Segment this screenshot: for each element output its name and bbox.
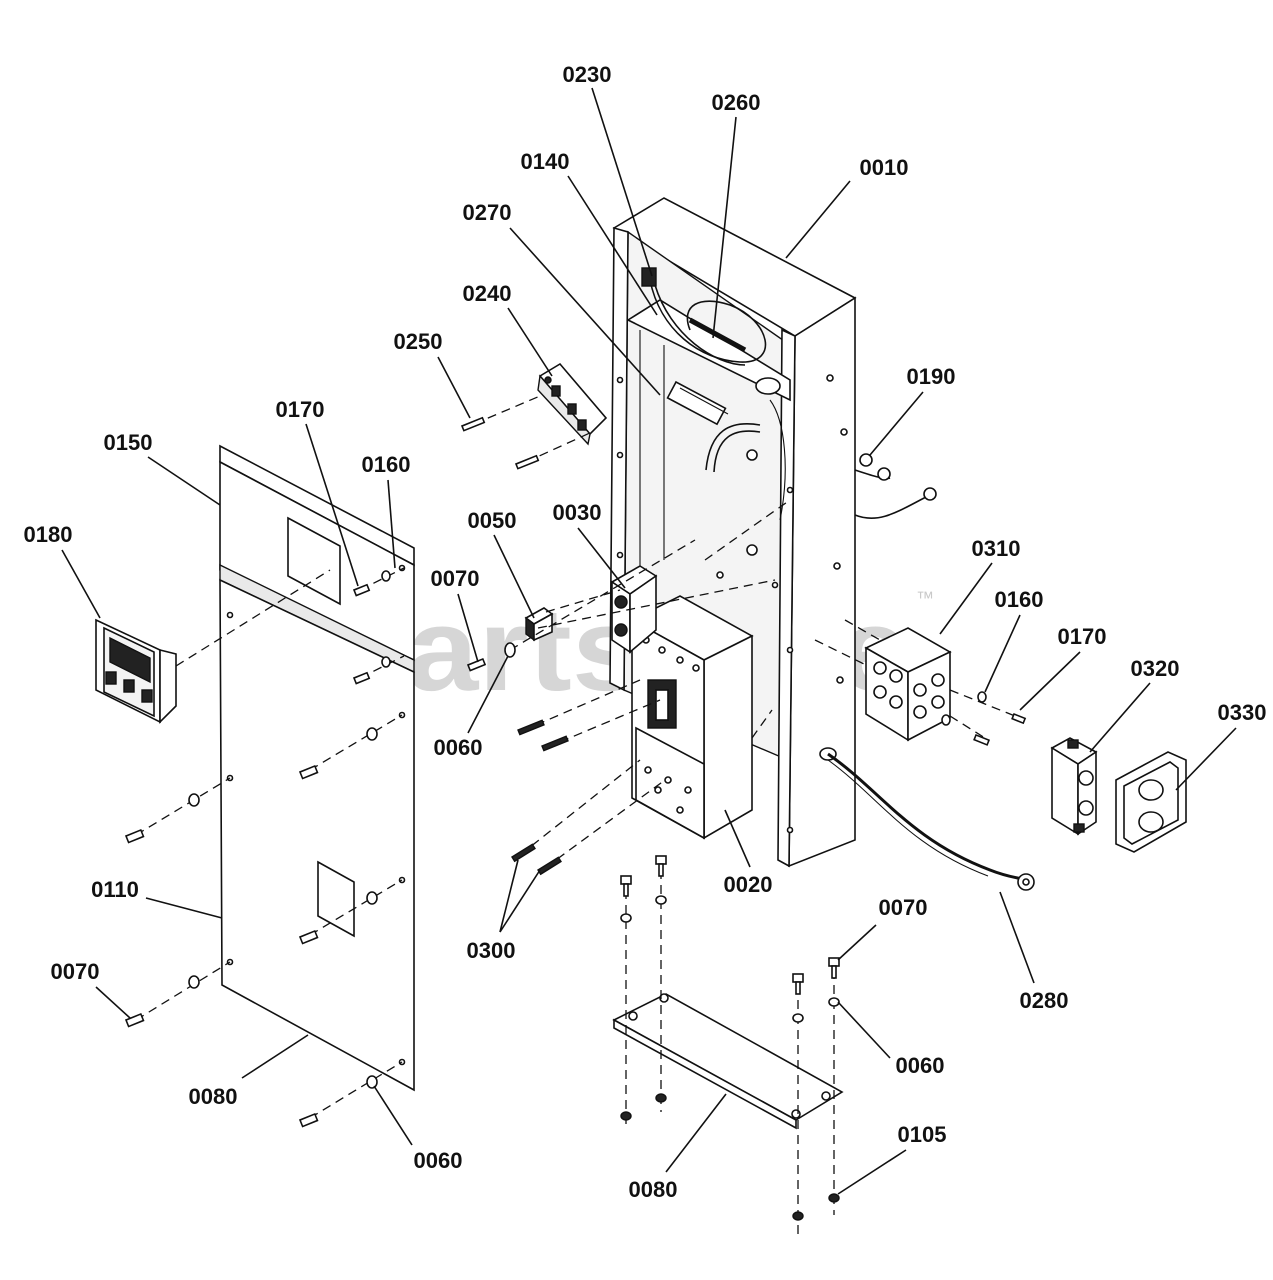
washer bbox=[504, 642, 516, 658]
bolt bbox=[792, 973, 804, 995]
nut bbox=[620, 1111, 632, 1121]
callout-0170-panel: 0170 bbox=[276, 397, 325, 422]
wires-0190 bbox=[854, 453, 937, 519]
screw bbox=[537, 856, 562, 876]
nut bbox=[828, 1193, 840, 1203]
callout-0080-bracket: 0080 bbox=[629, 1177, 678, 1202]
washer bbox=[792, 1013, 804, 1023]
callout-0030: 0030 bbox=[553, 500, 602, 525]
callout-0140: 0140 bbox=[521, 149, 570, 174]
callout-0150: 0150 bbox=[104, 430, 153, 455]
callout-0070-panel: 0070 bbox=[51, 959, 100, 984]
front-panel-0110 bbox=[219, 564, 415, 1092]
screw bbox=[460, 416, 486, 432]
screw bbox=[511, 843, 536, 863]
callout-0190: 0190 bbox=[907, 364, 956, 389]
washer bbox=[366, 727, 378, 741]
callout-0110: 0110 bbox=[91, 877, 139, 902]
callout-0240: 0240 bbox=[463, 281, 512, 306]
washer bbox=[828, 997, 840, 1007]
screw bbox=[517, 719, 545, 736]
washer bbox=[366, 891, 378, 905]
bolt bbox=[655, 855, 667, 877]
screw bbox=[298, 764, 319, 780]
front-panel-0150 bbox=[219, 444, 415, 674]
screw bbox=[352, 583, 371, 597]
washer bbox=[381, 570, 391, 582]
assembly-lines bbox=[135, 395, 1021, 1235]
screw bbox=[1011, 712, 1027, 725]
screw bbox=[352, 671, 371, 685]
mounting-bracket-0080 bbox=[612, 993, 844, 1130]
callout-0105: 0105 bbox=[898, 1122, 947, 1147]
callout-0160-box: 0160 bbox=[995, 587, 1044, 612]
callout-0070-lug: 0070 bbox=[431, 566, 480, 591]
washer bbox=[941, 714, 951, 726]
callout-0170-box: 0170 bbox=[1058, 624, 1107, 649]
screw bbox=[514, 454, 540, 470]
washer bbox=[655, 895, 667, 905]
callout-0060-panel: 0060 bbox=[414, 1148, 463, 1173]
callout-0260: 0260 bbox=[712, 90, 761, 115]
relay-0240 bbox=[537, 362, 608, 446]
callout-0280: 0280 bbox=[1020, 988, 1069, 1013]
screw bbox=[973, 733, 991, 746]
callout-0080-panel: 0080 bbox=[189, 1084, 238, 1109]
callout-0330: 0330 bbox=[1218, 700, 1267, 725]
washer bbox=[188, 793, 200, 807]
ground-wire-0280 bbox=[827, 752, 1035, 891]
bolt bbox=[828, 957, 840, 979]
callout-0050: 0050 bbox=[468, 508, 517, 533]
callout-0270: 0270 bbox=[463, 200, 512, 225]
callout-0300: 0300 bbox=[467, 938, 516, 963]
junction-box-0310 bbox=[864, 627, 952, 742]
callout-0070-bracket: 0070 bbox=[879, 895, 928, 920]
circuit-breaker-0020 bbox=[630, 595, 754, 840]
washer bbox=[366, 1075, 378, 1089]
screw bbox=[298, 929, 319, 945]
nut bbox=[655, 1093, 667, 1103]
callout-0310: 0310 bbox=[972, 536, 1021, 561]
washer bbox=[188, 975, 200, 989]
washer bbox=[381, 656, 391, 668]
bolt bbox=[620, 875, 632, 897]
callout-0320: 0320 bbox=[1131, 656, 1180, 681]
callout-0180: 0180 bbox=[24, 522, 73, 547]
controller-module-0180 bbox=[95, 618, 177, 724]
lug-0030 bbox=[610, 565, 658, 654]
nut bbox=[792, 1211, 804, 1221]
callout-0020: 0020 bbox=[724, 872, 773, 897]
screw bbox=[541, 735, 569, 752]
leader-lines bbox=[61, 87, 1237, 1195]
receptacle-0320 bbox=[1050, 737, 1098, 836]
callout-0060-bracket: 0060 bbox=[896, 1053, 945, 1078]
callout-0160-panel: 0160 bbox=[362, 452, 411, 477]
screw bbox=[466, 657, 487, 672]
fasteners bbox=[124, 416, 1027, 1221]
callout-0060-lug: 0060 bbox=[434, 735, 483, 760]
screw bbox=[298, 1112, 319, 1128]
washer bbox=[620, 913, 632, 923]
screw bbox=[124, 1012, 145, 1028]
cover-plate-0330 bbox=[1115, 751, 1187, 853]
callout-0250: 0250 bbox=[394, 329, 443, 354]
callout-0230: 0230 bbox=[563, 62, 612, 87]
screw bbox=[124, 828, 145, 844]
watermark-trademark: ™ bbox=[916, 588, 934, 608]
washer bbox=[977, 691, 987, 703]
callout-labels: 0230 0260 0140 0010 0270 0240 0250 0190 … bbox=[24, 62, 1267, 1202]
callout-0010: 0010 bbox=[860, 155, 909, 180]
